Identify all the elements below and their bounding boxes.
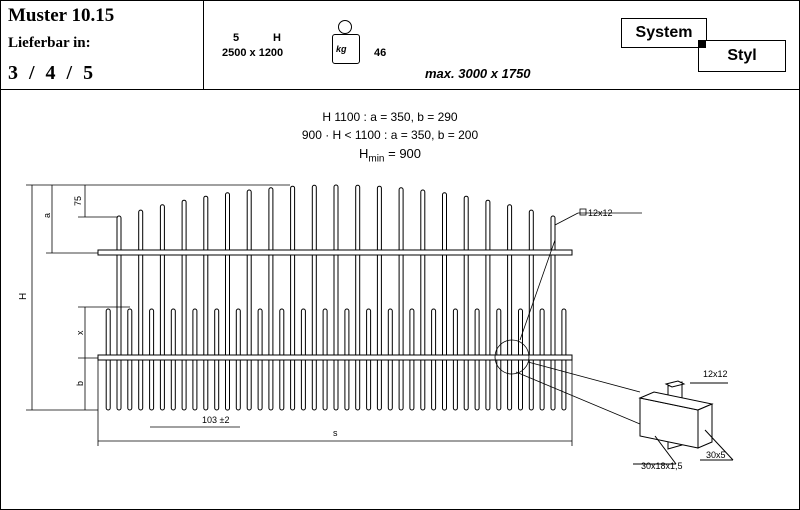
rule-hmin-sub: min <box>368 153 385 165</box>
tall-bar <box>463 195 469 411</box>
tall-bar <box>203 195 209 411</box>
dimension-s-label: s <box>333 428 338 438</box>
tall-bar <box>290 185 296 411</box>
tall-bar <box>225 192 230 411</box>
weight-icon-knob <box>338 20 352 34</box>
tall-bar <box>159 204 165 411</box>
weight-value: 46 <box>374 47 387 59</box>
tall-bar <box>355 184 361 411</box>
bar-section-label: 12x12 <box>588 208 613 218</box>
brand-system: System <box>621 18 707 48</box>
bottom-dimensions <box>97 360 573 446</box>
tall-bar <box>138 209 144 411</box>
rule-hmin-value: = 900 <box>384 146 422 161</box>
max-size: max. 3000 x 1750 <box>425 66 531 81</box>
rule-hmin-symbol: H <box>358 146 369 161</box>
rule-line-1: H 1100 : a = 350, b = 290 <box>322 110 458 124</box>
detail-sketch <box>633 380 734 465</box>
header-column-divider <box>203 0 204 90</box>
available-sizes: 3 / 4 / 5 <box>8 62 94 84</box>
model-title: Muster 10.15 <box>8 5 115 26</box>
dimension-75-label: 75 <box>73 196 83 206</box>
tall-bar <box>376 185 382 411</box>
tall-bar <box>507 204 513 411</box>
tall-bar <box>398 187 404 411</box>
bar-section-icon <box>579 208 587 216</box>
tall-bar <box>420 189 426 411</box>
spec-dimensions: 2500 x 1200 <box>222 47 284 59</box>
spec-h-label: H <box>273 32 281 44</box>
tall-bar <box>485 199 491 411</box>
weight-unit: kg <box>336 44 347 54</box>
rule-line-3: Hmin = 900 <box>320 146 460 165</box>
tall-bar <box>528 209 534 411</box>
detail-bar-label: 12x12 <box>703 369 728 379</box>
tall-bar <box>442 192 447 411</box>
brand-styl: Styl <box>698 40 786 72</box>
tall-bar <box>181 199 187 411</box>
top-rail <box>97 249 573 256</box>
bottom-rail <box>97 354 573 361</box>
header-divider <box>0 89 800 90</box>
dimension-x-label: x <box>75 330 85 335</box>
tall-bar <box>550 215 556 411</box>
spec-s-label: 5 <box>233 32 240 44</box>
rule-line-2: 900 · H < 1100 : a = 350, b = 200 <box>301 128 479 142</box>
tall-bars <box>116 184 556 411</box>
tall-bar <box>116 215 122 411</box>
tall-bar <box>311 184 317 411</box>
tall-bar <box>268 187 274 411</box>
detail-flat-label: 30x5 <box>706 450 726 460</box>
dimension-h-label: H <box>18 293 29 300</box>
dimension-a-label: a <box>42 213 52 218</box>
tall-bar <box>333 184 339 411</box>
detail-callout <box>494 212 642 425</box>
rails <box>97 249 573 361</box>
weight-icon <box>332 34 360 64</box>
detail-rail-label: 30x18x1,5 <box>641 461 683 471</box>
dimension-b-label: b <box>75 381 85 386</box>
brand-dot <box>699 41 706 48</box>
bar-spacing-label: 103 ±2 <box>202 415 229 425</box>
left-dimensions <box>26 184 290 411</box>
tall-bar <box>246 189 252 411</box>
availability-label: Lieferbar in: <box>8 35 91 51</box>
